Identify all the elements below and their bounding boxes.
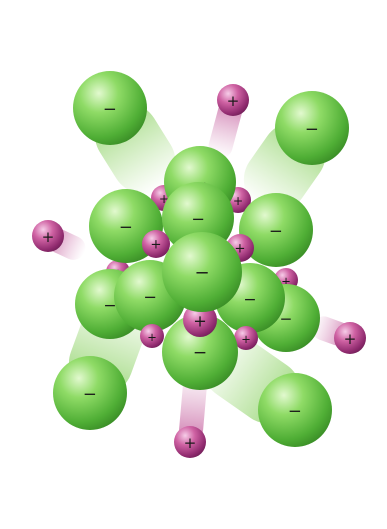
minus-sign: − [83, 385, 97, 404]
minus-sign: − [119, 218, 133, 237]
lattice-cation: + [140, 324, 164, 348]
minus-sign: − [193, 343, 207, 363]
free-cation: + [32, 220, 64, 252]
minus-sign: − [305, 120, 319, 139]
lattice-cation: + [234, 326, 258, 350]
free-cation: + [217, 84, 249, 116]
plus-sign: + [150, 238, 161, 253]
minus-sign: − [194, 263, 209, 284]
plus-sign: + [193, 312, 207, 331]
free-cation: + [334, 322, 366, 354]
minus-sign: − [191, 210, 205, 229]
plus-sign: + [344, 330, 357, 348]
minus-sign: − [288, 402, 302, 421]
lattice-cation: + [142, 230, 170, 258]
minus-sign: − [143, 288, 157, 307]
plus-sign: + [42, 228, 55, 246]
minus-sign: − [269, 222, 283, 241]
free-anion: − [53, 356, 127, 430]
plus-sign: + [241, 332, 251, 346]
free-anion: − [258, 373, 332, 447]
free-anion: − [73, 71, 147, 145]
plus-sign: + [184, 434, 197, 452]
minus-sign: − [243, 290, 256, 309]
plus-sign: + [227, 92, 240, 110]
lattice-anion: − [162, 232, 242, 312]
minus-sign: − [103, 100, 117, 119]
free-cation: + [174, 426, 206, 458]
free-anion: − [275, 91, 349, 165]
plus-sign: + [233, 194, 243, 208]
plus-sign: + [147, 330, 157, 344]
